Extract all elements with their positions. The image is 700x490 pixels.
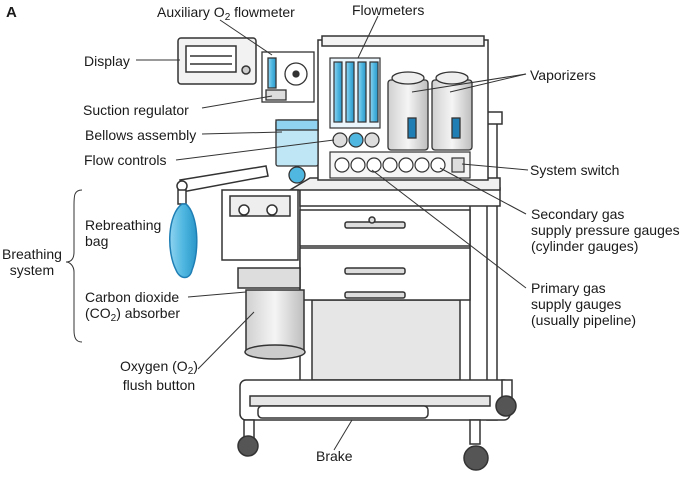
label-vaporizers: Vaporizers <box>530 67 596 83</box>
label-primary-gas: Primary gas supply gauges (usually pipel… <box>531 280 636 328</box>
gauge-row <box>329 151 471 179</box>
label-breathing-system-line1: Breathing <box>2 246 62 262</box>
rebreathing-bag <box>169 203 198 279</box>
label-rebreathing-bag-line2: bag <box>85 233 109 249</box>
vaporizers <box>387 71 473 151</box>
display-unit <box>177 37 257 85</box>
label-primary-gas-line1: Primary gas <box>531 280 606 296</box>
label-aux-flowmeter-suffix: flowmeter <box>230 4 295 20</box>
drawers <box>299 209 471 301</box>
label-flow-controls: Flow controls <box>84 152 167 168</box>
label-system-switch: System switch <box>530 162 620 178</box>
label-display: Display <box>84 53 130 69</box>
label-co2-absorber-line1: Carbon dioxide <box>85 289 180 305</box>
co2-absorber <box>221 189 306 360</box>
label-secondary-gas-line3: (cylinder gauges) <box>531 238 639 254</box>
label-o2-flush-line1: Oxygen (O2) <box>120 358 198 377</box>
label-co2-absorber: Carbon dioxide (CO2) absorber <box>85 289 180 324</box>
casters <box>237 379 517 471</box>
label-co2-absorber-subscript: 2 <box>110 313 117 324</box>
label-brake: Brake <box>316 448 353 464</box>
aux-flowmeter-suction <box>261 51 315 103</box>
flow-control-knobs <box>332 132 380 148</box>
label-secondary-gas: Secondary gas supply pressure gauges (cy… <box>531 206 680 254</box>
label-secondary-gas-line2: supply pressure gauges <box>531 222 680 238</box>
label-rebreathing-bag: Rebreathing bag <box>85 217 161 249</box>
flowmeter-block <box>329 57 381 129</box>
panel-letter: A <box>6 4 17 21</box>
label-secondary-gas-line1: Secondary gas <box>531 206 625 222</box>
label-bellows-assembly: Bellows assembly <box>85 127 197 143</box>
label-o2-flush-line2: flush button <box>122 377 196 393</box>
label-co2-absorber-prefix: (CO <box>85 305 111 321</box>
label-o2-flush-button: Oxygen (O2) flush button <box>120 358 198 393</box>
label-co2-absorber-line2: (CO2) absorber <box>85 305 180 324</box>
label-primary-gas-line3: (usually pipeline) <box>531 312 637 328</box>
label-o2-flush-prefix: Oxygen (O <box>120 358 188 374</box>
label-rebreathing-bag-line1: Rebreathing <box>85 217 162 233</box>
leader-lines <box>65 15 529 451</box>
breathing-arm <box>176 165 269 205</box>
label-co2-absorber-suffix: ) absorber <box>116 305 181 321</box>
label-suction-regulator: Suction regulator <box>83 102 189 118</box>
label-o2-flush-suffix: ) <box>193 358 198 374</box>
bellows-assembly <box>275 119 319 184</box>
machine-base <box>239 379 511 421</box>
label-o2-flush-subscript: 2 <box>187 366 194 377</box>
label-flowmeters: Flowmeters <box>352 2 425 18</box>
label-auxiliary-o2-flowmeter: Auxiliary O2 flowmeter <box>157 4 295 23</box>
label-aux-flowmeter-subscript: 2 <box>224 12 231 23</box>
label-primary-gas-line2: supply gauges <box>531 296 622 312</box>
label-breathing-system: Breathing system <box>2 246 62 278</box>
label-breathing-system-line2: system <box>9 262 55 278</box>
label-aux-flowmeter-text: Auxiliary O <box>157 4 225 20</box>
